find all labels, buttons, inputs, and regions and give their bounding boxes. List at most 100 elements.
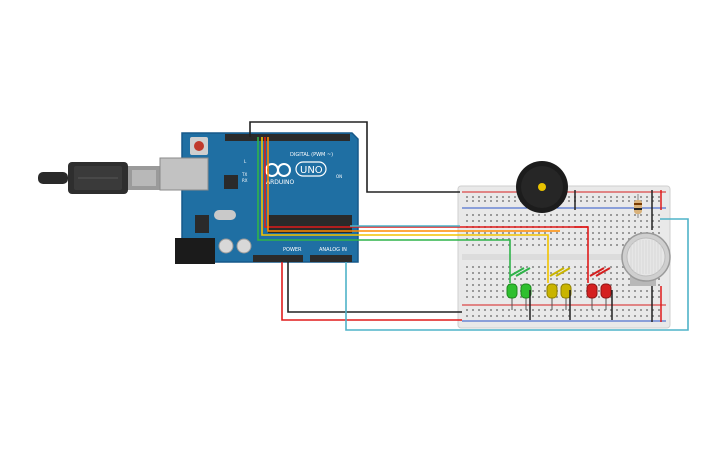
breadboard-hole bbox=[604, 214, 606, 216]
breadboard-hole bbox=[508, 244, 510, 246]
breadboard-hole bbox=[652, 220, 654, 222]
breadboard-hole bbox=[490, 238, 492, 240]
breadboard-hole bbox=[634, 290, 636, 292]
breadboard-hole bbox=[496, 200, 498, 202]
breadboard-hole bbox=[496, 272, 498, 274]
breadboard-hole bbox=[490, 200, 492, 202]
breadboard-hole bbox=[586, 214, 588, 216]
breadboard-hole bbox=[526, 309, 528, 311]
breadboard-hole bbox=[544, 278, 546, 280]
breadboard-hole bbox=[568, 238, 570, 240]
breadboard-hole bbox=[610, 200, 612, 202]
breadboard-hole bbox=[520, 296, 522, 298]
breadboard-hole bbox=[610, 309, 612, 311]
power-label: POWER bbox=[283, 247, 302, 253]
breadboard-hole bbox=[508, 214, 510, 216]
breadboard-hole bbox=[478, 309, 480, 311]
usb-jack bbox=[159, 157, 209, 191]
breadboard-hole bbox=[514, 214, 516, 216]
breadboard-hole bbox=[508, 272, 510, 274]
breadboard-hole bbox=[574, 238, 576, 240]
breadboard-hole bbox=[598, 315, 600, 317]
breadboard-hole bbox=[616, 226, 618, 228]
breadboard-hole bbox=[592, 278, 594, 280]
breadboard-hole bbox=[526, 272, 528, 274]
breadboard-hole bbox=[496, 315, 498, 317]
breadboard-hole bbox=[562, 214, 564, 216]
breadboard-hole bbox=[562, 244, 564, 246]
breadboard-hole bbox=[532, 278, 534, 280]
breadboard-hole bbox=[580, 296, 582, 298]
breadboard-hole bbox=[658, 290, 660, 292]
breadboard-hole bbox=[652, 226, 654, 228]
breadboard-hole bbox=[646, 226, 648, 228]
breadboard-hole bbox=[466, 290, 468, 292]
breadboard-hole bbox=[598, 278, 600, 280]
breadboard-hole bbox=[532, 244, 534, 246]
breadboard-hole bbox=[520, 266, 522, 268]
breadboard-hole bbox=[622, 238, 624, 240]
breadboard-hole bbox=[568, 214, 570, 216]
breadboard-hole bbox=[502, 220, 504, 222]
breadboard-hole bbox=[544, 238, 546, 240]
breadboard-hole bbox=[598, 290, 600, 292]
capacitor bbox=[218, 238, 234, 254]
breadboard-hole bbox=[610, 315, 612, 317]
breadboard-hole bbox=[514, 196, 516, 198]
breadboard-hole bbox=[472, 266, 474, 268]
breadboard-hole bbox=[568, 200, 570, 202]
breadboard-hole bbox=[640, 214, 642, 216]
breadboard-hole bbox=[628, 284, 630, 286]
breadboard-hole bbox=[550, 315, 552, 317]
breadboard-hole bbox=[658, 309, 660, 311]
breadboard-hole bbox=[640, 196, 642, 198]
breadboard-hole bbox=[598, 272, 600, 274]
breadboard-hole bbox=[556, 238, 558, 240]
breadboard-hole bbox=[616, 309, 618, 311]
breadboard-hole bbox=[568, 272, 570, 274]
breadboard-hole bbox=[610, 232, 612, 234]
breadboard-hole bbox=[544, 232, 546, 234]
breadboard-hole bbox=[490, 278, 492, 280]
analog-header bbox=[310, 255, 352, 262]
breadboard-hole bbox=[484, 196, 486, 198]
breadboard-hole bbox=[520, 309, 522, 311]
breadboard-hole bbox=[520, 214, 522, 216]
breadboard-hole bbox=[580, 272, 582, 274]
breadboard-hole bbox=[652, 232, 654, 234]
breadboard-hole bbox=[646, 296, 648, 298]
breadboard-hole bbox=[472, 284, 474, 286]
breadboard-hole bbox=[568, 309, 570, 311]
breadboard-hole bbox=[574, 232, 576, 234]
breadboard-hole bbox=[526, 232, 528, 234]
breadboard-hole bbox=[580, 214, 582, 216]
breadboard-hole bbox=[640, 290, 642, 292]
breadboard-hole bbox=[610, 244, 612, 246]
breadboard-hole bbox=[472, 214, 474, 216]
breadboard-hole bbox=[532, 284, 534, 286]
breadboard-hole bbox=[466, 244, 468, 246]
breadboard-hole bbox=[556, 220, 558, 222]
breadboard-hole bbox=[652, 296, 654, 298]
breadboard-hole bbox=[628, 214, 630, 216]
breadboard-hole bbox=[538, 272, 540, 274]
breadboard-hole bbox=[580, 315, 582, 317]
breadboard-hole bbox=[484, 278, 486, 280]
wire-red bbox=[264, 137, 589, 283]
breadboard-hole bbox=[472, 200, 474, 202]
power-header bbox=[253, 255, 303, 262]
breadboard-hole bbox=[550, 272, 552, 274]
breadboard-hole bbox=[574, 220, 576, 222]
breadboard-hole bbox=[544, 284, 546, 286]
breadboard-hole bbox=[658, 284, 660, 286]
breadboard-hole bbox=[496, 232, 498, 234]
breadboard-hole bbox=[478, 272, 480, 274]
breadboard-hole bbox=[544, 290, 546, 292]
breadboard-hole bbox=[646, 290, 648, 292]
breadboard-hole bbox=[604, 200, 606, 202]
breadboard-hole bbox=[538, 232, 540, 234]
breadboard-hole bbox=[580, 244, 582, 246]
breadboard-hole bbox=[598, 244, 600, 246]
breadboard-hole bbox=[544, 309, 546, 311]
breadboard-hole bbox=[628, 196, 630, 198]
